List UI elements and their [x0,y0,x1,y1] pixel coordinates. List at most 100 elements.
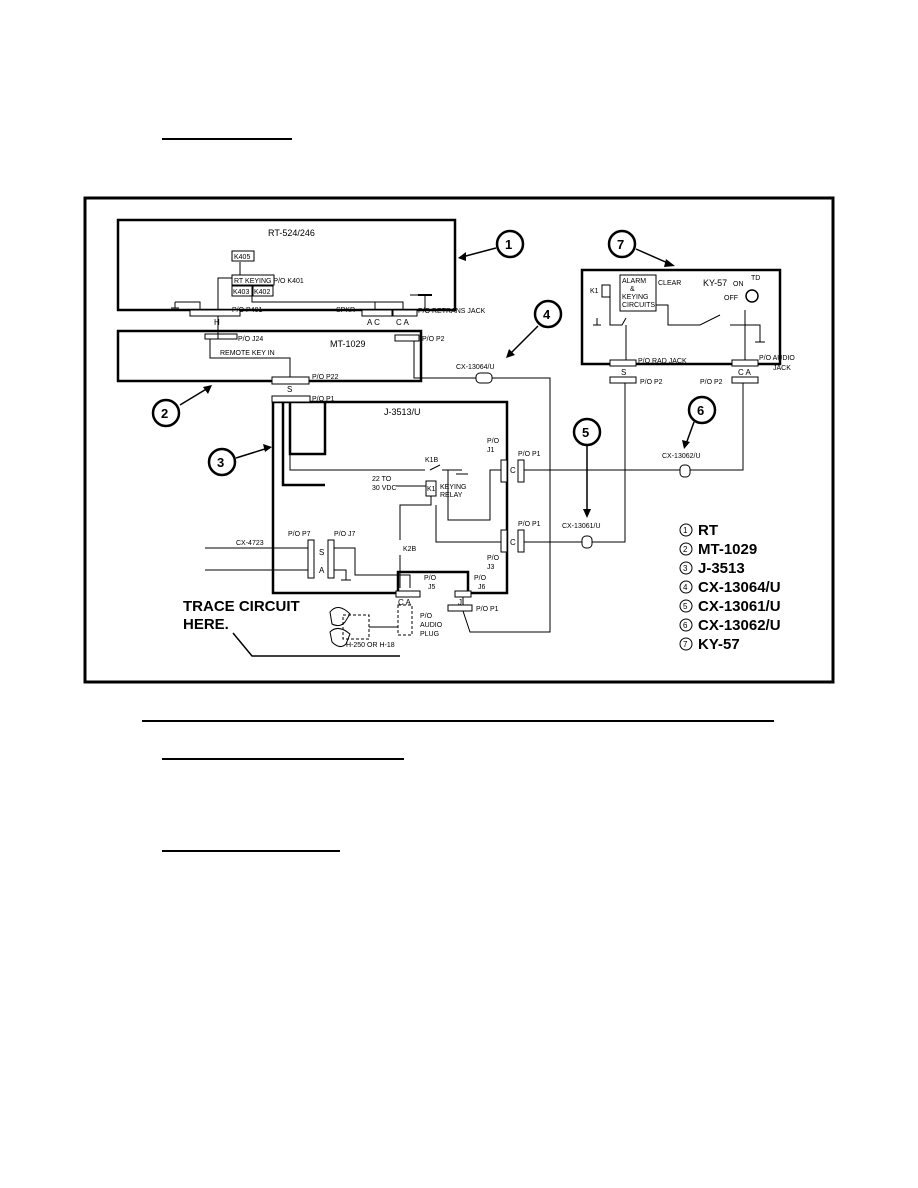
svg-text:JACK: JACK [773,365,791,372]
svg-text:P/O P2: P/O P2 [700,379,723,386]
legend: 1 RT 2 MT-1029 3 J-3513 4 CX-13064/U 5 C… [679,522,781,653]
svg-text:TD: TD [751,275,760,282]
legend-item: 1 RT [679,522,718,539]
svg-text:J1: J1 [487,447,495,454]
callout-7: 7 [607,229,675,267]
legend-item: 6 CX-13062/U [679,617,781,634]
svg-text:SPKR: SPKR [336,307,355,314]
svg-text:AUDIO: AUDIO [420,622,443,629]
svg-text:C A: C A [738,368,752,377]
mt-box [116,329,423,383]
callout-4: 4 [506,299,563,358]
svg-text:K1: K1 [590,288,599,295]
svg-text:P/O P1: P/O P1 [312,396,335,403]
svg-text:A: A [319,566,325,575]
svg-text:P/O P2: P/O P2 [422,336,445,343]
svg-text:S: S [319,548,324,557]
svg-text:P/O P22: P/O P22 [312,374,339,381]
svg-text:RT: RT [698,522,718,539]
figure-frame [83,196,835,684]
svg-text:KEYING: KEYING [622,294,648,301]
svg-text:2: 2 [161,406,168,421]
svg-text:CX-13064/U: CX-13064/U [456,364,495,371]
svg-text:KEYING: KEYING [440,484,466,491]
svg-text:CX-13062/U: CX-13062/U [698,617,781,634]
svg-text:1: 1 [683,526,688,535]
svg-text:C: C [510,538,516,547]
svg-text:2: 2 [683,545,688,554]
svg-text:30 VDC: 30 VDC [372,485,397,492]
callout-6: 6 [682,395,717,449]
svg-text:P/O: P/O [487,555,500,562]
svg-text:K402: K402 [254,289,270,296]
legend-item: 7 KY-57 [679,636,740,653]
svg-text:CX-13061/U: CX-13061/U [562,523,601,530]
svg-text:K405: K405 [234,254,250,261]
svg-text:P/O AUDIO: P/O AUDIO [759,355,795,362]
svg-text:KY-57: KY-57 [698,636,740,653]
heading-underline-low [162,850,340,852]
legend-item: 5 CX-13061/U [679,598,781,615]
svg-text:P/O J7: P/O J7 [334,531,356,538]
svg-text:CX-4723: CX-4723 [236,540,264,547]
svg-text:K1B: K1B [425,457,439,464]
svg-text:P/O: P/O [474,575,487,582]
svg-text:H-250 OR H-18: H-250 OR H-18 [346,642,395,649]
svg-text:7: 7 [683,640,688,649]
callout-2: 2 [151,385,212,428]
heading-underline-mid [162,758,404,760]
svg-text:&: & [630,286,635,293]
callout-1: 1 [458,229,525,261]
svg-text:5: 5 [582,425,589,440]
svg-text:RT KEYING P/O K401: RT KEYING P/O K401 [234,278,304,285]
heading-underline-top [162,138,292,140]
svg-text:K1: K1 [427,486,436,493]
svg-text:ALARM: ALARM [622,278,646,285]
svg-text:P/O P7: P/O P7 [288,531,311,538]
callout-5: 5 [572,417,602,518]
svg-text:J3: J3 [487,564,495,571]
svg-text:P/O P1: P/O P1 [518,521,541,528]
svg-text:S: S [621,368,626,377]
svg-text:A C: A C [367,318,380,327]
rt-box [116,218,457,312]
svg-text:P/O P2: P/O P2 [640,379,663,386]
svg-text:6: 6 [683,621,688,630]
svg-text:P/O J24: P/O J24 [238,336,263,343]
svg-text:CX-13061/U: CX-13061/U [698,598,781,615]
svg-text:4: 4 [683,583,688,592]
callout-3: 3 [207,444,272,477]
svg-text:1: 1 [505,237,512,252]
section-divider [142,720,774,722]
svg-text:J5: J5 [428,584,436,591]
svg-text:K403: K403 [233,289,249,296]
legend-item: 4 CX-13064/U [679,579,781,596]
svg-text:7: 7 [617,237,624,252]
ky57-box [580,268,782,366]
svg-text:J6: J6 [478,584,486,591]
svg-text:C: C [510,466,516,475]
svg-text:CX-13064/U: CX-13064/U [698,579,781,596]
svg-text:P/O P1: P/O P1 [518,451,541,458]
svg-text:S: S [287,385,292,394]
svg-text:22 TO: 22 TO [372,476,392,483]
svg-text:3: 3 [683,564,688,573]
svg-text:P/O: P/O [487,438,500,445]
svg-text:HERE.: HERE. [183,616,229,633]
svg-text:4: 4 [543,307,551,322]
ky57-title: KY-57 [703,278,727,288]
svg-text:K2B: K2B [403,546,417,553]
svg-text:H: H [214,318,220,327]
svg-text:3: 3 [217,455,224,470]
svg-text:MT-1029: MT-1029 [698,541,757,558]
svg-text:CX-13062/U: CX-13062/U [662,453,701,460]
mt-title: MT-1029 [330,339,366,349]
svg-text:OFF: OFF [724,295,738,302]
rt-title: RT-524/246 [268,228,315,238]
svg-text:C A: C A [396,318,410,327]
svg-text:P/O RAD JACK: P/O RAD JACK [638,358,687,365]
svg-text:CLEAR: CLEAR [658,280,681,287]
svg-text:P/O: P/O [420,613,433,620]
svg-text:P/O P401: P/O P401 [232,307,262,314]
